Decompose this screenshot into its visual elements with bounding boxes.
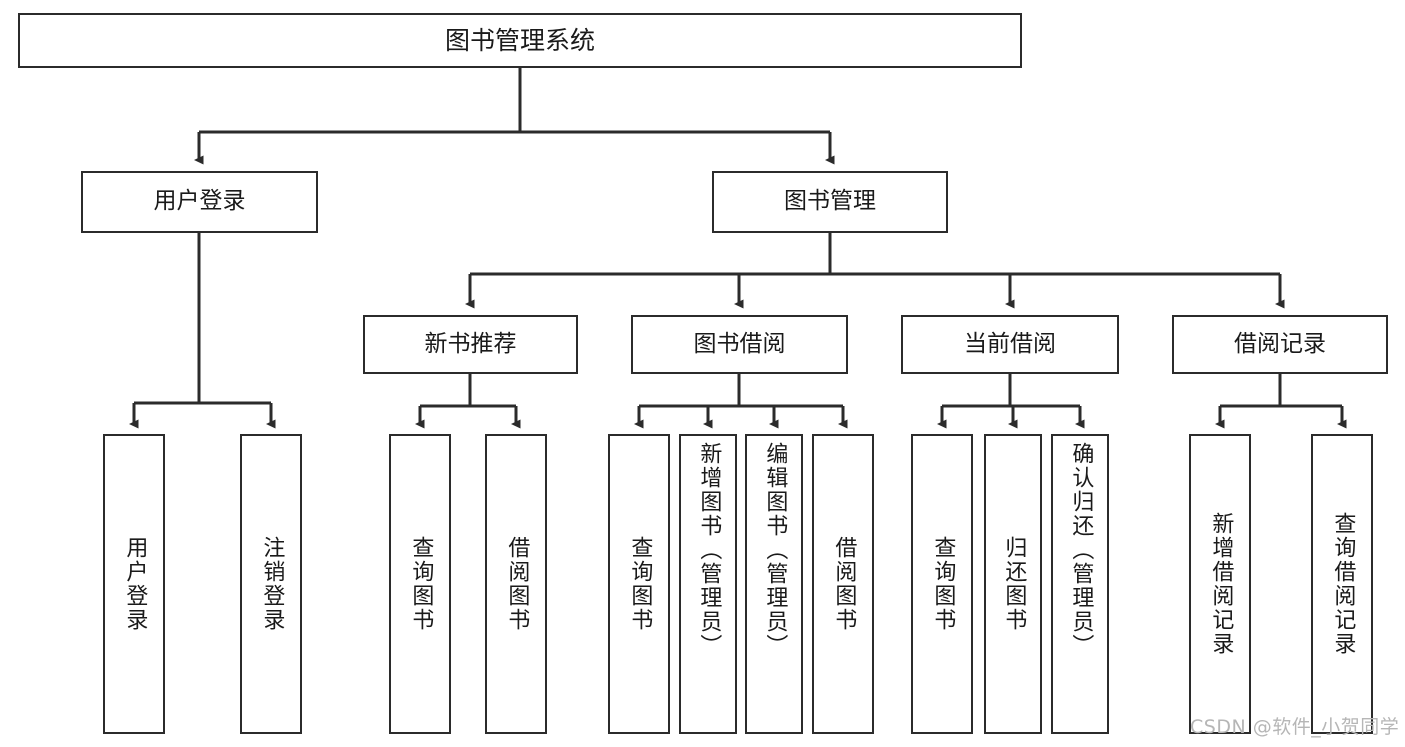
leaf-query-book-recommend[interactable]: 查询图书 bbox=[389, 434, 451, 734]
leaf-query-book-borrow[interactable]: 查询图书 bbox=[608, 434, 670, 734]
leaf-query-book-current[interactable]: 查询图书 bbox=[911, 434, 973, 734]
leaf-edit-book-admin[interactable]: 编辑图书（管理员） bbox=[745, 434, 803, 734]
node-borrow-record[interactable]: 借阅记录 bbox=[1172, 315, 1388, 374]
leaf-add-book-admin[interactable]: 新增图书（管理员） bbox=[679, 434, 737, 734]
node-book-management[interactable]: 图书管理 bbox=[712, 171, 948, 233]
leaf-query-book-recommend-label: 查询图书 bbox=[408, 536, 434, 632]
node-user-login[interactable]: 用户登录 bbox=[81, 171, 318, 233]
node-current-borrow-label: 当前借阅 bbox=[964, 330, 1056, 357]
leaf-borrow-book-label: 借阅图书 bbox=[831, 536, 857, 632]
node-root-label: 图书管理系统 bbox=[444, 25, 595, 55]
leaf-query-borrow-record-label: 查询借阅记录 bbox=[1330, 512, 1356, 656]
leaf-add-borrow-record[interactable]: 新增借阅记录 bbox=[1189, 434, 1251, 734]
leaf-add-borrow-record-label: 新增借阅记录 bbox=[1208, 512, 1234, 656]
leaf-logout-login[interactable]: 注销登录 bbox=[240, 434, 302, 734]
leaf-return-book[interactable]: 归还图书 bbox=[984, 434, 1042, 734]
leaf-confirm-return-admin-label: 确认归还（管理员） bbox=[1068, 442, 1094, 658]
node-root[interactable]: 图书管理系统 bbox=[18, 13, 1022, 68]
leaf-query-book-borrow-label: 查询图书 bbox=[627, 536, 653, 632]
node-user-login-label: 用户登录 bbox=[153, 188, 246, 215]
leaf-add-book-admin-label: 新增图书（管理员） bbox=[696, 442, 722, 658]
leaf-borrow-book-recommend-label: 借阅图书 bbox=[504, 536, 530, 632]
node-borrow-record-label: 借阅记录 bbox=[1234, 330, 1326, 357]
leaf-user-login-label: 用户登录 bbox=[122, 536, 148, 632]
leaf-query-borrow-record[interactable]: 查询借阅记录 bbox=[1311, 434, 1373, 734]
node-book-borrow[interactable]: 图书借阅 bbox=[631, 315, 848, 374]
leaf-return-book-label: 归还图书 bbox=[1001, 536, 1027, 632]
node-current-borrow[interactable]: 当前借阅 bbox=[901, 315, 1119, 374]
node-book-management-label: 图书管理 bbox=[784, 188, 876, 215]
leaf-query-book-current-label: 查询图书 bbox=[930, 536, 956, 632]
csdn-watermark: CSDN @软件_小贺同学 bbox=[1190, 716, 1400, 738]
leaf-borrow-book-recommend[interactable]: 借阅图书 bbox=[485, 434, 547, 734]
node-new-book-recommend-label: 新书推荐 bbox=[424, 330, 517, 357]
leaf-borrow-book[interactable]: 借阅图书 bbox=[812, 434, 874, 734]
node-book-borrow-label: 图书借阅 bbox=[693, 330, 786, 357]
node-new-book-recommend[interactable]: 新书推荐 bbox=[363, 315, 578, 374]
leaf-logout-login-label: 注销登录 bbox=[259, 536, 285, 632]
leaf-edit-book-admin-label: 编辑图书（管理员） bbox=[762, 442, 788, 658]
leaf-user-login[interactable]: 用户登录 bbox=[103, 434, 165, 734]
leaf-confirm-return-admin[interactable]: 确认归还（管理员） bbox=[1051, 434, 1109, 734]
